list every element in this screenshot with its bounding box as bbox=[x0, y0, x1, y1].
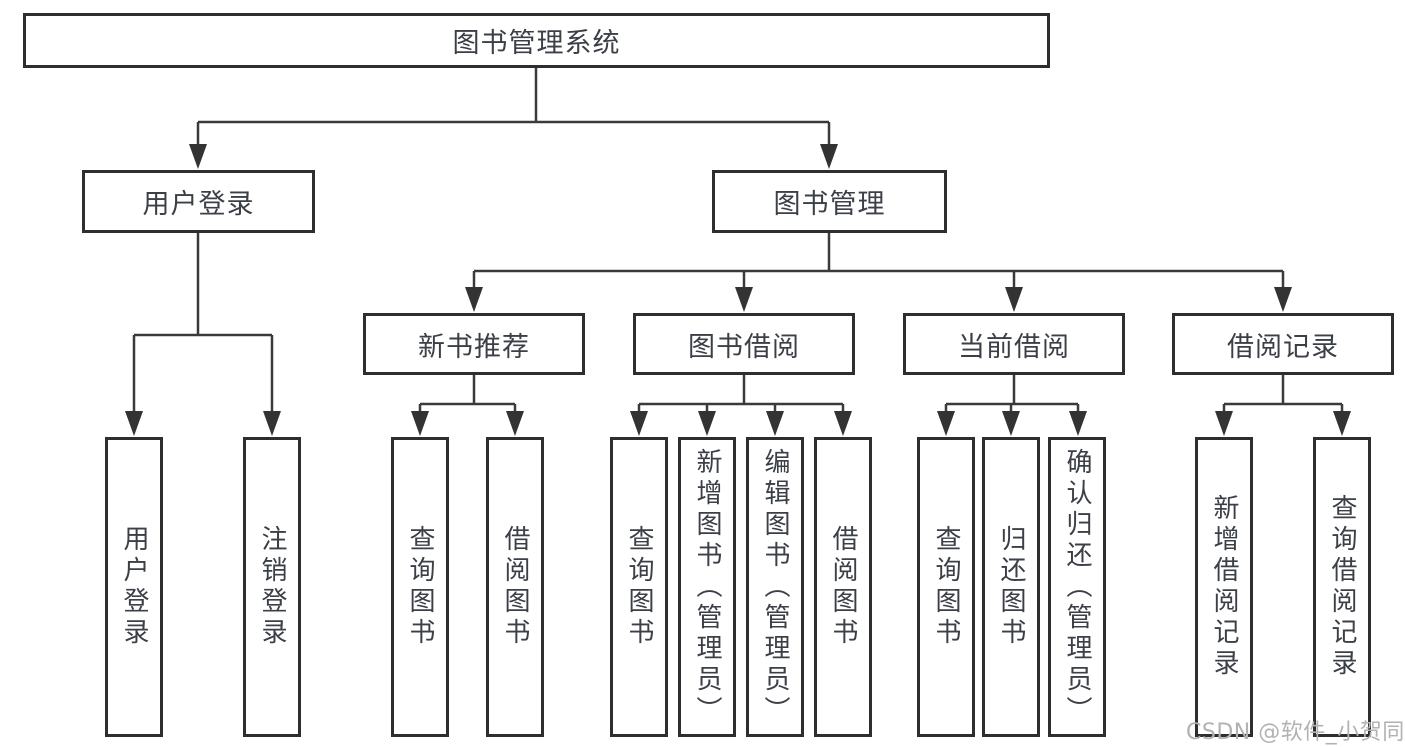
arrow-down-icon bbox=[1333, 411, 1351, 436]
node-user-login: 用户登录 bbox=[82, 170, 315, 233]
arrow-down-icon bbox=[834, 411, 852, 436]
arrow-down-icon bbox=[735, 287, 753, 312]
arrow-down-icon bbox=[1002, 411, 1020, 436]
arrow-down-icon bbox=[820, 144, 838, 169]
node-book-management: 图书管理 bbox=[712, 170, 947, 233]
leaf-label: 借阅图书 bbox=[500, 525, 530, 649]
node-library-management-system: 图书管理系统 bbox=[23, 13, 1050, 68]
arrow-down-icon bbox=[506, 411, 524, 436]
leaf-add-books-admin: 新增图书（管理员） bbox=[678, 437, 736, 737]
node-label: 图书管理 bbox=[773, 189, 886, 220]
arrow-down-icon bbox=[189, 144, 207, 169]
leaf-label: 确认归还（管理员） bbox=[1062, 447, 1092, 727]
arrow-down-icon bbox=[125, 411, 143, 436]
arrow-down-icon bbox=[1215, 411, 1233, 436]
leaf-confirm-return-admin: 确认归还（管理员） bbox=[1048, 437, 1106, 737]
leaf-label: 注销登录 bbox=[257, 525, 287, 649]
leaf-borrow-books-recommend: 借阅图书 bbox=[486, 437, 544, 737]
leaf-edit-books-admin: 编辑图书（管理员） bbox=[746, 437, 804, 737]
arrow-down-icon bbox=[630, 411, 648, 436]
leaf-borrow-books: 借阅图书 bbox=[814, 437, 872, 737]
leaf-label: 编辑图书（管理员） bbox=[760, 447, 790, 727]
leaf-label: 新增借阅记录 bbox=[1209, 494, 1239, 680]
arrow-down-icon bbox=[937, 411, 955, 436]
node-label: 当前借阅 bbox=[958, 331, 1070, 363]
leaf-label: 用户登录 bbox=[119, 525, 149, 649]
leaf-label: 借阅图书 bbox=[828, 525, 858, 649]
leaf-return-books: 归还图书 bbox=[982, 437, 1040, 737]
arrow-down-icon bbox=[698, 411, 716, 436]
leaf-label: 新增图书（管理员） bbox=[692, 447, 722, 727]
node-label: 图书管理系统 bbox=[452, 28, 621, 59]
arrow-down-icon bbox=[1274, 287, 1292, 312]
leaf-label: 归还图书 bbox=[996, 525, 1026, 649]
leaf-query-borrow-record: 查询借阅记录 bbox=[1313, 437, 1371, 737]
node-borrow-records: 借阅记录 bbox=[1172, 313, 1394, 375]
arrow-down-icon bbox=[263, 411, 281, 436]
node-new-book-recommend: 新书推荐 bbox=[363, 313, 585, 375]
leaf-label: 查询图书 bbox=[405, 525, 435, 649]
arrow-down-icon bbox=[465, 287, 483, 312]
node-label: 借阅记录 bbox=[1227, 331, 1339, 363]
leaf-label: 查询借阅记录 bbox=[1327, 494, 1357, 680]
leaf-label: 查询图书 bbox=[931, 525, 961, 649]
node-label: 图书借阅 bbox=[688, 331, 800, 363]
arrow-down-icon bbox=[411, 411, 429, 436]
node-label: 新书推荐 bbox=[418, 331, 530, 363]
arrow-down-icon bbox=[1069, 411, 1087, 436]
node-current-borrow: 当前借阅 bbox=[903, 313, 1125, 375]
arrow-down-icon bbox=[1005, 287, 1023, 312]
leaf-query-books-current: 查询图书 bbox=[917, 437, 975, 737]
node-book-borrow: 图书借阅 bbox=[633, 313, 855, 375]
leaf-user-login: 用户登录 bbox=[105, 437, 163, 737]
csdn-watermark: CSDN @软件_小贺同学 bbox=[1186, 720, 1405, 745]
leaf-add-borrow-record: 新增借阅记录 bbox=[1195, 437, 1253, 737]
leaf-query-books-borrow: 查询图书 bbox=[610, 437, 668, 737]
arrow-down-icon bbox=[766, 411, 784, 436]
leaf-query-books-recommend: 查询图书 bbox=[391, 437, 449, 737]
leaf-label: 查询图书 bbox=[624, 525, 654, 649]
leaf-logout: 注销登录 bbox=[243, 437, 301, 737]
node-label: 用户登录 bbox=[142, 189, 255, 220]
